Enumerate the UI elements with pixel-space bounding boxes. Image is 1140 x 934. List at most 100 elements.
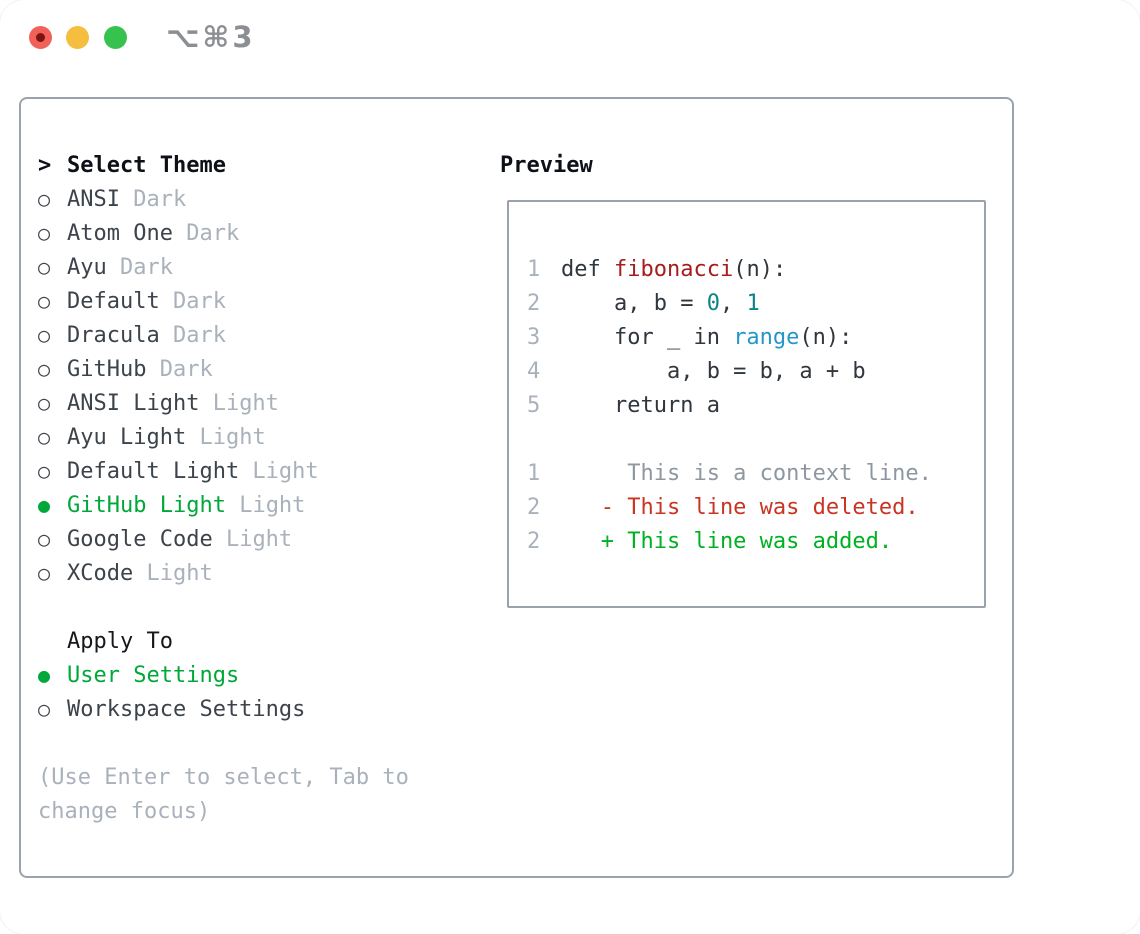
radio-unselected-icon: ○ [38,561,51,585]
option-label: GitHub [67,356,147,382]
close-button[interactable] [29,26,52,49]
minimize-button[interactable] [66,26,89,49]
code-line: 2 a, b = 0, 1 [527,286,970,320]
option-label: Ayu [67,254,107,280]
line-number: 1 [527,460,541,486]
theme-list: >Select Theme ○ANSI Dark○Atom One Dark○A… [38,148,319,590]
option-variant-label: Light [225,492,306,518]
option-label: ANSI [67,186,120,212]
option-variant-label: Light [212,526,293,552]
code-line: 3 for _ in range(n): [527,320,970,354]
line-number: 2 [527,290,541,316]
hint-text: (Use Enter to select, Tab to change focu… [38,760,409,828]
code-token-context: This is a context line. [561,460,932,486]
code-line: 2 + This line was added. [527,524,970,558]
code-token-plain: a, b = [561,290,707,316]
line-number: 4 [527,358,541,384]
code-token-plain: (n): [799,324,853,350]
zoom-button[interactable] [104,26,127,49]
theme-option[interactable]: ○ Default Light Light [38,454,319,488]
option-variant-label: Light [186,424,266,450]
hint-line-1: (Use Enter to select, Tab to [38,764,409,790]
theme-option[interactable]: ○ ANSI Light Light [38,386,319,420]
radio-unselected-icon: ○ [38,357,51,381]
radio-unselected-icon: ○ [38,255,51,279]
radio-unselected-icon: ○ [38,459,51,483]
option-label: Default Light [67,458,240,484]
option-variant-label: Light [199,390,279,416]
theme-option[interactable]: ○ GitHub Dark [38,352,319,386]
option-variant-label: Light [133,560,213,586]
theme-option[interactable]: ○ Ayu Dark [38,250,319,284]
cursor-icon: > [38,152,52,178]
apply-option[interactable]: ○ Workspace Settings [38,692,305,726]
code-token-plain: for _ in [561,324,734,350]
apply-option[interactable]: ● User Settings [38,658,305,692]
window-title: ⌥⌘3 [166,20,256,54]
radio-unselected-icon: ○ [38,697,51,721]
code-token-plain: def [561,256,614,282]
titlebar: ⌥⌘3 [0,0,1140,74]
radio-selected-icon: ● [38,493,51,517]
theme-menu-header-label: Select Theme [67,152,226,178]
option-variant-label: Dark [159,322,226,348]
code-line: 4 a, b = b, a + b [527,354,970,388]
option-variant-label: Light [239,458,319,484]
apply-to-header: Apply To [38,624,305,658]
code-token-plain: a, b = b, a + b [561,358,866,384]
line-number: 5 [527,392,541,418]
line-number: 1 [527,256,541,282]
code-line: 2 - This line was deleted. [527,490,970,524]
radio-unselected-icon: ○ [38,425,51,449]
line-number: 2 [527,528,541,554]
code-token-number: 1 [746,290,760,316]
hint-line-2: change focus) [38,798,211,824]
theme-option[interactable]: ○Ayu Light Light [38,420,319,454]
option-label: Dracula [67,322,160,348]
apply-to-section: Apply To ● User Settings ○ Workspace Settin… [38,624,305,726]
theme-option[interactable]: ○Atom One Dark [38,216,319,250]
option-label: User Settings [67,662,240,688]
radio-unselected-icon: ○ [38,391,51,415]
option-label: GitHub Light [67,492,226,518]
option-variant-label: Dark [146,356,213,382]
code-token-deleted: - This line was deleted. [561,494,919,520]
theme-option[interactable]: ● GitHub Light Light [38,488,319,522]
code-token-builtin: range [733,324,800,350]
code-token-func: fibonacci [613,256,734,282]
code-token-plain: return a [561,392,720,418]
radio-unselected-icon: ○ [38,289,51,313]
code-line: 5 return a [527,388,970,422]
option-variant-label: Dark [106,254,173,280]
theme-menu-header: > Select Theme [38,148,319,182]
theme-option[interactable]: ○ Dracula Dark [38,318,319,352]
code-token-plain: (n): [733,256,787,282]
theme-option[interactable]: ○ Default Dark [38,284,319,318]
line-number: 3 [527,324,541,350]
preview-header: Preview [500,152,593,178]
theme-option[interactable]: ○ Google Code Light [38,522,319,556]
option-label: XCode [67,560,134,586]
option-label: ANSI Light [67,390,200,416]
code-token-number: 0 [706,290,720,316]
option-variant-label: Dark [119,186,187,212]
option-variant-label: Dark [159,288,226,314]
code-line: 1 This is a context line. [527,456,970,490]
code-line: 1 def fibonacci(n): [527,252,970,286]
radio-unselected-icon: ○ [38,221,51,245]
option-label: Default [67,288,160,314]
code-line [527,422,970,456]
option-label: Google Code [67,526,213,552]
line-number: 2 [527,494,541,520]
radio-unselected-icon: ○ [38,323,51,347]
apply-to-header-label: Apply To [67,628,173,654]
theme-option[interactable]: ○ XCode Light [38,556,319,590]
code-token-plain: , [719,290,747,316]
option-label: Workspace Settings [67,696,306,722]
radio-selected-icon: ● [38,663,51,687]
theme-option[interactable]: ○ANSI Dark [38,182,319,216]
radio-unselected-icon: ○ [38,527,51,551]
option-variant-label: Dark [172,220,240,246]
